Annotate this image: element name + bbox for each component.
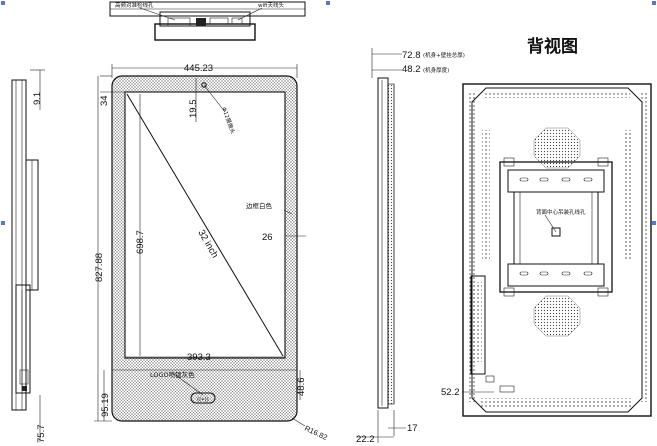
back-view: 背面中心吊装孔线孔 52.2: [441, 83, 652, 417]
corner-marker: [1, 221, 5, 225]
label-wifi: wifi天线头: [258, 1, 284, 9]
dim-depth-body: 48.2: [402, 64, 421, 75]
back-side-view: 72.8 (机身+壁挂总厚) 48.2 (机身厚度) 22.2 17: [356, 48, 465, 445]
vent-bottom: [533, 295, 581, 337]
label-logo: LOGO喷镀灰色: [150, 370, 195, 379]
center-hole: [551, 227, 561, 237]
dim-bottom-22: 22.2: [356, 434, 375, 445]
left-side-view: 9.1 75.7: [11, 69, 47, 444]
io-box: [470, 275, 486, 375]
back-panel: [462, 83, 652, 417]
dim-logo-48: 48.6: [296, 378, 307, 397]
dim-bottom-border: 95.19: [100, 393, 111, 417]
corner-marker: [652, 1, 656, 5]
dim-radius: R16.82: [303, 424, 329, 442]
vent-top: [533, 127, 581, 169]
label-frame: 边框白色: [246, 201, 273, 210]
top-view: 高频对准检线孔 wifi天线头: [109, 1, 306, 41]
dim-bottom-17: 17: [407, 423, 418, 434]
wall-bracket: [499, 161, 613, 293]
label-center-hole: 背面中心吊装孔线孔: [536, 208, 586, 216]
dim-screen-width: 393.3: [187, 352, 211, 363]
corner-marker: [1, 1, 5, 5]
camera-hole: [201, 82, 207, 88]
svg-text:((•)): ((•)): [197, 397, 209, 403]
label-hdmi: 高频对准检线孔: [115, 1, 154, 9]
dim-depth-total: 72.8: [402, 50, 421, 61]
dim-52: 52.2: [441, 387, 460, 398]
dim-depth-note: (机身+壁挂总厚): [423, 51, 465, 59]
dim-screen-height: 698.7: [135, 230, 146, 254]
dim-side-26: 26: [262, 232, 273, 243]
dim-top-border: 34: [99, 95, 110, 106]
dim-depth-body-note: (机身厚度): [423, 66, 449, 74]
corner-marker: [326, 1, 330, 5]
logo-badge: [190, 392, 216, 404]
dim-camera-offset: 19.5: [188, 100, 199, 119]
diagonal-line: [126, 93, 284, 357]
dim-height-total: 827.88: [94, 253, 105, 282]
dim-top-9: 9.1: [32, 92, 43, 105]
dim-width: 445.23: [184, 63, 213, 74]
corner-marker: [652, 221, 656, 225]
back-view-title: 背视图: [527, 36, 578, 57]
front-view: 32 inch Φ12摄像头 ((•)) LOGO喷镀灰色 445.23 34 …: [94, 63, 329, 442]
dim-bottom-75: 75.7: [36, 425, 47, 444]
